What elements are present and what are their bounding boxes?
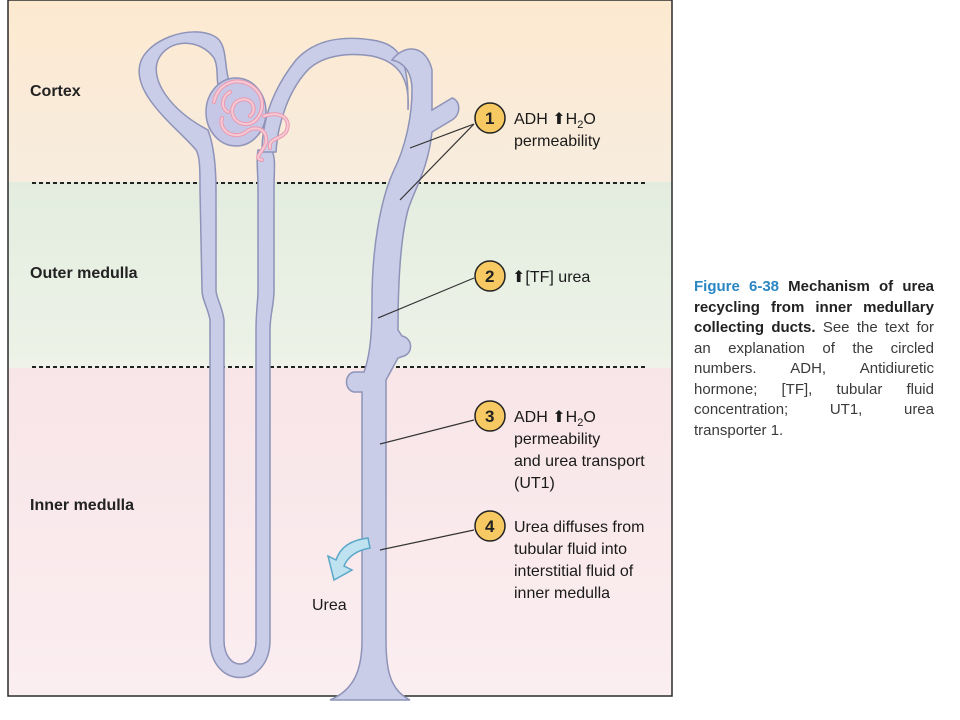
step-4-badge <box>474 510 506 542</box>
leader-lines <box>377 123 475 551</box>
step-3-text-line2: permeability <box>514 431 600 448</box>
step-2-text: ⬆[TF] urea <box>512 269 590 286</box>
figure-caption-body: See the text for an explanation of the c… <box>694 319 934 439</box>
step-3-text: ADH ⬆H2O <box>514 409 596 429</box>
step-2: 2 ⬆[TF] urea <box>474 260 590 292</box>
step-3-text-line4: (UT1) <box>514 475 555 492</box>
step-2-number: 2 <box>485 267 494 286</box>
step-3-text-line3: and urea transport <box>514 453 645 470</box>
step-1-text-line2: permeability <box>514 133 600 150</box>
inner-medulla-label: Inner medulla <box>30 497 134 514</box>
urea-diffusion-arrow <box>326 537 371 582</box>
step-4-text-line1: Urea diffuses from <box>514 519 644 536</box>
figure-title: Mechanism of urea recycling from inner m… <box>694 278 935 336</box>
step-4-text-line4: inner medulla <box>514 585 610 602</box>
step-3: 3 ADH ⬆H2O permeability and urea transpo… <box>474 400 645 492</box>
up-arrow-icon: ⬆ <box>552 111 565 128</box>
cortex-label: Cortex <box>30 83 81 100</box>
up-arrow-icon: ⬆ <box>512 269 525 286</box>
collecting-duct <box>329 48 460 701</box>
step-1: 1 ADH ⬆H2O permeability <box>474 102 600 150</box>
up-arrow-icon: ⬆ <box>552 409 565 426</box>
figure-number: Figure 6-38 <box>694 278 780 295</box>
step-1-text: ADH ⬆H2O <box>514 111 596 131</box>
step-1-number: 1 <box>485 109 494 128</box>
outer-medulla-label: Outer medulla <box>30 265 138 282</box>
step-4-number: 4 <box>485 517 495 536</box>
step-3-badge <box>474 400 506 432</box>
step-2-badge <box>474 260 506 292</box>
figure-caption: Figure 6-38 Mechanism of urea recycling … <box>694 277 934 441</box>
glomerulus <box>205 77 290 162</box>
step-4-text-line2: tubular fluid into <box>514 541 627 558</box>
inner-medulla-zone <box>8 368 672 696</box>
distal-tubule <box>261 37 409 153</box>
step-3-number: 3 <box>485 407 494 426</box>
step-4-text-line3: interstitial fluid of <box>514 563 634 580</box>
step-1-badge <box>474 102 506 134</box>
outer-medulla-zone <box>8 182 672 368</box>
step-4: 4 Urea diffuses from tubular fluid into … <box>474 510 644 602</box>
cortex-zone <box>8 0 672 182</box>
urea-label: Urea <box>312 597 347 614</box>
